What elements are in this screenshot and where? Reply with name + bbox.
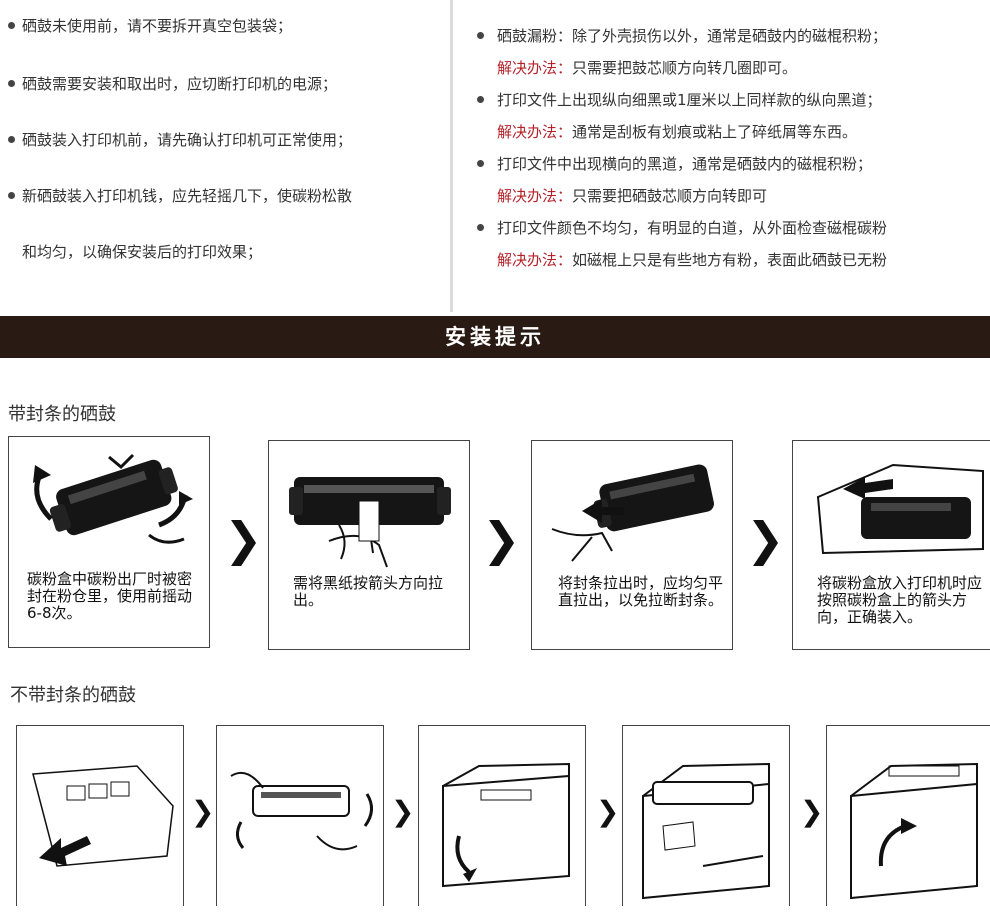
unsealed-step-card <box>622 725 790 906</box>
solution-line: 解决办法：只需要把硒鼓芯顺方向转即可 <box>477 180 990 212</box>
solution-text: 如磁棍上只是有些地方有粉，表面此硒鼓已无粉 <box>572 251 888 269</box>
solution-label: 解决办法： <box>497 187 573 205</box>
insert-cartridge-illustration <box>816 463 984 555</box>
sealed-step-card: 将碳粉盒放入打印机时应按照碳粉盒上的箭头方向，正确装入。 <box>792 440 990 650</box>
unsealed-section-title: 不带封条的硒鼓 <box>10 685 136 706</box>
problem-text: 打印文件中出现横向的黑道，通常是硒鼓内的磁棍积粉； <box>497 155 873 173</box>
shake-cartridge-hands-illustration <box>230 772 373 851</box>
precaution-text: 硒鼓需要安装和取出时，应切断打印机的电源； <box>22 75 338 93</box>
sealed-section-title: 带封条的硒鼓 <box>8 404 116 425</box>
precaution-text: 硒鼓未使用前，请不要拆开真空包装袋； <box>22 17 293 35</box>
precaution-item: 硒鼓装入打印机前，请先确认打印机可正常使用； <box>8 130 438 150</box>
solution-text: 只需要把鼓芯顺方向转几圈即可。 <box>572 59 798 77</box>
pull-black-paper-illustration <box>289 477 451 568</box>
next-step-arrow-icon: ❯ <box>391 795 415 828</box>
solution-label: 解决办法： <box>497 251 573 269</box>
precaution-text: 硒鼓装入打印机前，请先确认打印机可正常使用； <box>22 131 353 149</box>
next-step-arrow-icon: ❯ <box>596 795 620 828</box>
solution-text: 通常是刮板有划痕或粘上了碎纸屑等东西。 <box>572 123 858 141</box>
solution-text: 只需要把硒鼓芯顺方向转即可 <box>572 187 768 205</box>
problem-text: 打印文件颜色不均匀，有明显的白道，从外面检查磁棍碳粉 <box>497 219 888 237</box>
precautions-list: 硒鼓未使用前，请不要拆开真空包装袋； 硒鼓需要安装和取出时，应切断打印机的电源；… <box>8 16 438 262</box>
notes-panel: 硒鼓未使用前，请不要拆开真空包装袋； 硒鼓需要安装和取出时，应切断打印机的电源；… <box>0 0 990 312</box>
step-caption: 将碳粉盒放入打印机时应按照碳粉盒上的箭头方向，正确装入。 <box>817 574 983 626</box>
solution-line: 解决办法：只需要把鼓芯顺方向转几圈即可。 <box>477 52 990 84</box>
next-step-arrow-icon: ❯ <box>482 512 521 566</box>
next-step-arrow-icon: ❯ <box>800 795 824 828</box>
precaution-item: 硒鼓未使用前，请不要拆开真空包装袋； <box>8 16 438 36</box>
problem-text: 硒鼓漏粉：除了外壳损伤以外，通常是硒鼓内的磁棍积粉； <box>497 27 888 45</box>
next-step-arrow-icon: ❯ <box>746 512 785 566</box>
bullet-icon <box>477 32 484 39</box>
shake-cartridge-illustration <box>33 453 193 544</box>
bullet-icon <box>477 160 484 167</box>
sealed-step-card: 需将黑纸按箭头方向拉出。 <box>268 440 470 650</box>
bullet-icon <box>477 96 484 103</box>
precaution-text: 新硒鼓装入打印机钱，应先轻摇几下，使碳粉松散 <box>22 187 353 205</box>
column-divider <box>450 0 453 312</box>
remove-old-cartridge-illustration <box>642 762 770 900</box>
unsealed-step-card <box>16 725 184 906</box>
precaution-continuation: 和均匀，以确保安装后的打印效果； <box>8 242 438 262</box>
sealed-step-card: 将封条拉出时，应均匀平直拉出，以免拉断封条。 <box>531 440 733 650</box>
problem-text: 打印文件上出现纵向细黑或1厘米以上同样款的纵向黑道； <box>497 91 882 109</box>
unsealed-step-card <box>826 725 990 906</box>
insert-new-cartridge-illustration <box>850 762 978 900</box>
problem-item: 打印文件颜色不均匀，有明显的白道，从外面检查磁棍碳粉 <box>477 212 990 244</box>
step-caption: 需将黑纸按箭头方向拉出。 <box>293 574 444 609</box>
precaution-item: 新硒鼓装入打印机钱，应先轻摇几下，使碳粉松散 <box>8 186 438 206</box>
troubleshooting-list: 硒鼓漏粉：除了外壳损伤以外，通常是硒鼓内的磁棍积粉； 解决办法：只需要把鼓芯顺方… <box>477 20 990 276</box>
bullet-icon <box>477 224 484 231</box>
solution-line: 解决办法：如磁棍上只是有些地方有粉，表面此硒鼓已无粉 <box>477 244 990 276</box>
open-printer-cover-illustration <box>442 762 570 888</box>
sealed-step-card: 碳粉盒中碳粉出厂时被密封在粉仓里，使用前摇动6-8次。 <box>8 436 210 648</box>
step-caption: 将封条拉出时，应均匀平直拉出，以免拉断封条。 <box>558 574 724 609</box>
unsealed-step-card <box>216 725 384 906</box>
precaution-text: 和均匀，以确保安装后的打印效果； <box>22 243 263 261</box>
bullet-icon <box>8 80 15 87</box>
solution-line: 解决办法：通常是刮板有划痕或粘上了碎纸屑等东西。 <box>477 116 990 148</box>
unsealed-step-card <box>418 725 586 906</box>
unbox-cartridge-illustration <box>32 765 174 867</box>
solution-label: 解决办法： <box>497 59 573 77</box>
step-caption: 碳粉盒中碳粉出厂时被密封在粉仓里，使用前摇动6-8次。 <box>27 570 193 622</box>
bullet-icon <box>8 192 15 199</box>
install-tips-banner: 安装提示 <box>0 316 990 358</box>
bullet-icon <box>8 22 15 29</box>
problem-item: 打印文件中出现横向的黑道，通常是硒鼓内的磁棍积粉； <box>477 148 990 180</box>
problem-item: 打印文件上出现纵向细黑或1厘米以上同样款的纵向黑道； <box>477 84 990 116</box>
pull-seal-strip-illustration <box>551 464 714 562</box>
problem-item: 硒鼓漏粉：除了外壳损伤以外，通常是硒鼓内的磁棍积粉； <box>477 20 990 52</box>
bullet-icon <box>8 136 15 143</box>
next-step-arrow-icon: ❯ <box>191 795 215 828</box>
solution-label: 解决办法： <box>497 123 573 141</box>
precaution-item: 硒鼓需要安装和取出时，应切断打印机的电源； <box>8 74 438 94</box>
next-step-arrow-icon: ❯ <box>224 512 263 566</box>
